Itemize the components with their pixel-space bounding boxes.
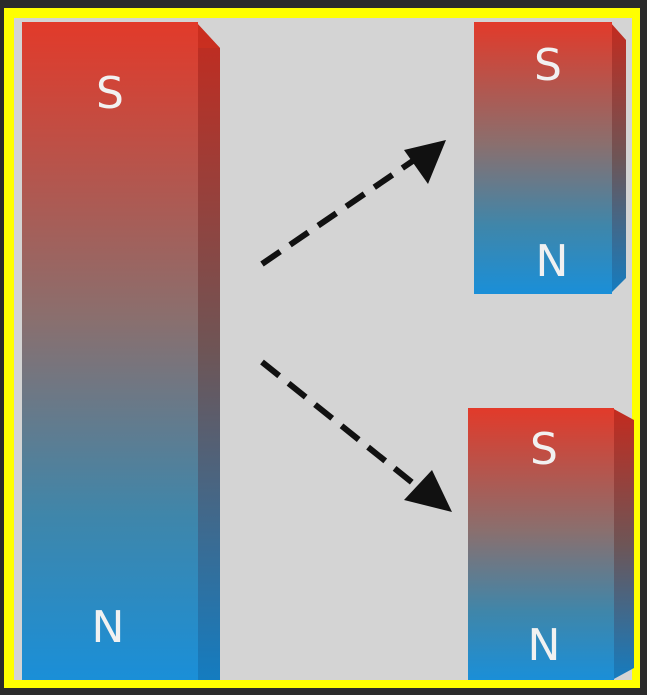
magnet-small-top-s-label: S bbox=[534, 40, 562, 91]
split-arrow-upper-head bbox=[404, 140, 446, 184]
magnet-small-top-side bbox=[610, 22, 626, 294]
magnet-small-top-body bbox=[474, 22, 612, 294]
split-arrows bbox=[260, 140, 452, 512]
split-arrow-lower-shaft bbox=[260, 359, 426, 495]
magnet-small-top-n-label: N bbox=[536, 236, 569, 287]
magnet-small-bottom-body bbox=[468, 408, 614, 680]
magnet-small-bottom-n-label: N bbox=[528, 620, 561, 671]
magnet-large: S N bbox=[22, 22, 220, 680]
magnet-small-bottom: S N bbox=[468, 408, 634, 680]
magnet-small-bottom-s-label: S bbox=[530, 424, 558, 475]
magnet-large-n-label: N bbox=[92, 602, 125, 653]
magnet-large-side bbox=[196, 22, 220, 680]
magnet-small-top: S N bbox=[474, 22, 626, 294]
split-arrow-lower-head bbox=[404, 470, 452, 512]
magnet-large-body bbox=[22, 22, 198, 680]
magnet-large-s-label: S bbox=[96, 68, 124, 119]
magnet-small-bottom-side bbox=[612, 408, 634, 680]
